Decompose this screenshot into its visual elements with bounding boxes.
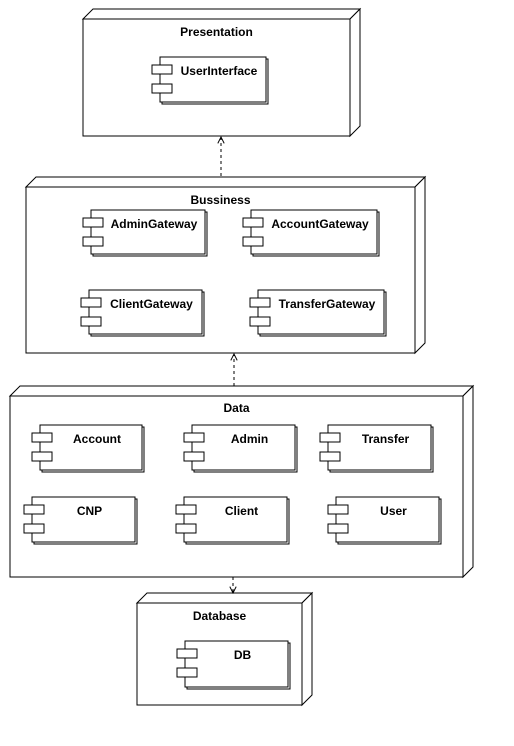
component-port-icon xyxy=(151,83,173,94)
node-side-face xyxy=(301,591,313,707)
component-label: UserInterface xyxy=(181,64,258,78)
component-port-icon xyxy=(175,504,197,515)
node-label: Data xyxy=(223,401,249,415)
component-port-icon xyxy=(242,217,264,228)
component-box xyxy=(327,424,432,471)
component-admingateway: AdminGateway xyxy=(82,209,208,257)
component-port-icon xyxy=(319,451,341,462)
component-label: AdminGateway xyxy=(111,217,198,231)
component-box xyxy=(159,56,267,103)
component-port-icon xyxy=(31,432,53,443)
node-side-face xyxy=(414,175,426,355)
component-transfer: Transfer xyxy=(319,424,434,473)
component-label: User xyxy=(380,504,407,518)
component-label: ClientGateway xyxy=(110,297,193,311)
component-port-icon xyxy=(176,648,198,659)
node-side-face xyxy=(349,7,361,138)
node-label: Database xyxy=(193,609,247,623)
component-label: Admin xyxy=(231,432,268,446)
component-db: DB xyxy=(176,640,291,690)
component-port-icon xyxy=(31,451,53,462)
component-port-icon xyxy=(242,236,264,247)
component-port-icon xyxy=(249,316,271,327)
component-box xyxy=(31,496,136,543)
component-account: Account xyxy=(31,424,145,473)
component-client: Client xyxy=(175,496,290,545)
node-top-face xyxy=(24,176,427,188)
component-port-icon xyxy=(80,297,102,308)
component-port-icon xyxy=(175,523,197,534)
component-port-icon xyxy=(176,667,198,678)
component-port-icon xyxy=(82,236,104,247)
node-side-face xyxy=(462,384,474,579)
node-label: Bussiness xyxy=(190,193,250,207)
node-top-face xyxy=(8,385,475,397)
component-label: Client xyxy=(225,504,258,518)
component-label: Account xyxy=(73,432,121,446)
component-port-icon xyxy=(327,523,349,534)
component-label: DB xyxy=(234,648,252,662)
node-label: Presentation xyxy=(180,25,253,39)
component-port-icon xyxy=(82,217,104,228)
component-port-icon xyxy=(183,451,205,462)
component-port-icon xyxy=(23,504,45,515)
component-admin: Admin xyxy=(183,424,298,473)
component-box xyxy=(191,424,296,471)
component-port-icon xyxy=(327,504,349,515)
component-box xyxy=(39,424,143,471)
component-port-icon xyxy=(319,432,341,443)
component-box xyxy=(184,640,289,688)
component-box xyxy=(183,496,288,543)
component-label: CNP xyxy=(77,504,102,518)
component-box xyxy=(250,209,378,255)
component-box xyxy=(88,289,203,335)
node-top-face xyxy=(135,592,314,604)
component-clientgateway: ClientGateway xyxy=(80,289,205,337)
component-user: User xyxy=(327,496,442,545)
component-label: TransferGateway xyxy=(279,297,376,311)
component-transfergateway: TransferGateway xyxy=(249,289,387,337)
component-userinterface: UserInterface xyxy=(151,56,269,105)
component-port-icon xyxy=(23,523,45,534)
node-front-face xyxy=(9,395,464,578)
component-cnp: CNP xyxy=(23,496,138,545)
component-box xyxy=(257,289,385,335)
component-port-icon xyxy=(249,297,271,308)
component-box xyxy=(335,496,440,543)
component-label: AccountGateway xyxy=(271,217,369,231)
component-label: Transfer xyxy=(362,432,410,446)
node-top-face xyxy=(81,8,362,20)
component-port-icon xyxy=(183,432,205,443)
component-port-icon xyxy=(151,64,173,75)
component-port-icon xyxy=(80,316,102,327)
component-accountgateway: AccountGateway xyxy=(242,209,380,257)
component-box xyxy=(90,209,206,255)
